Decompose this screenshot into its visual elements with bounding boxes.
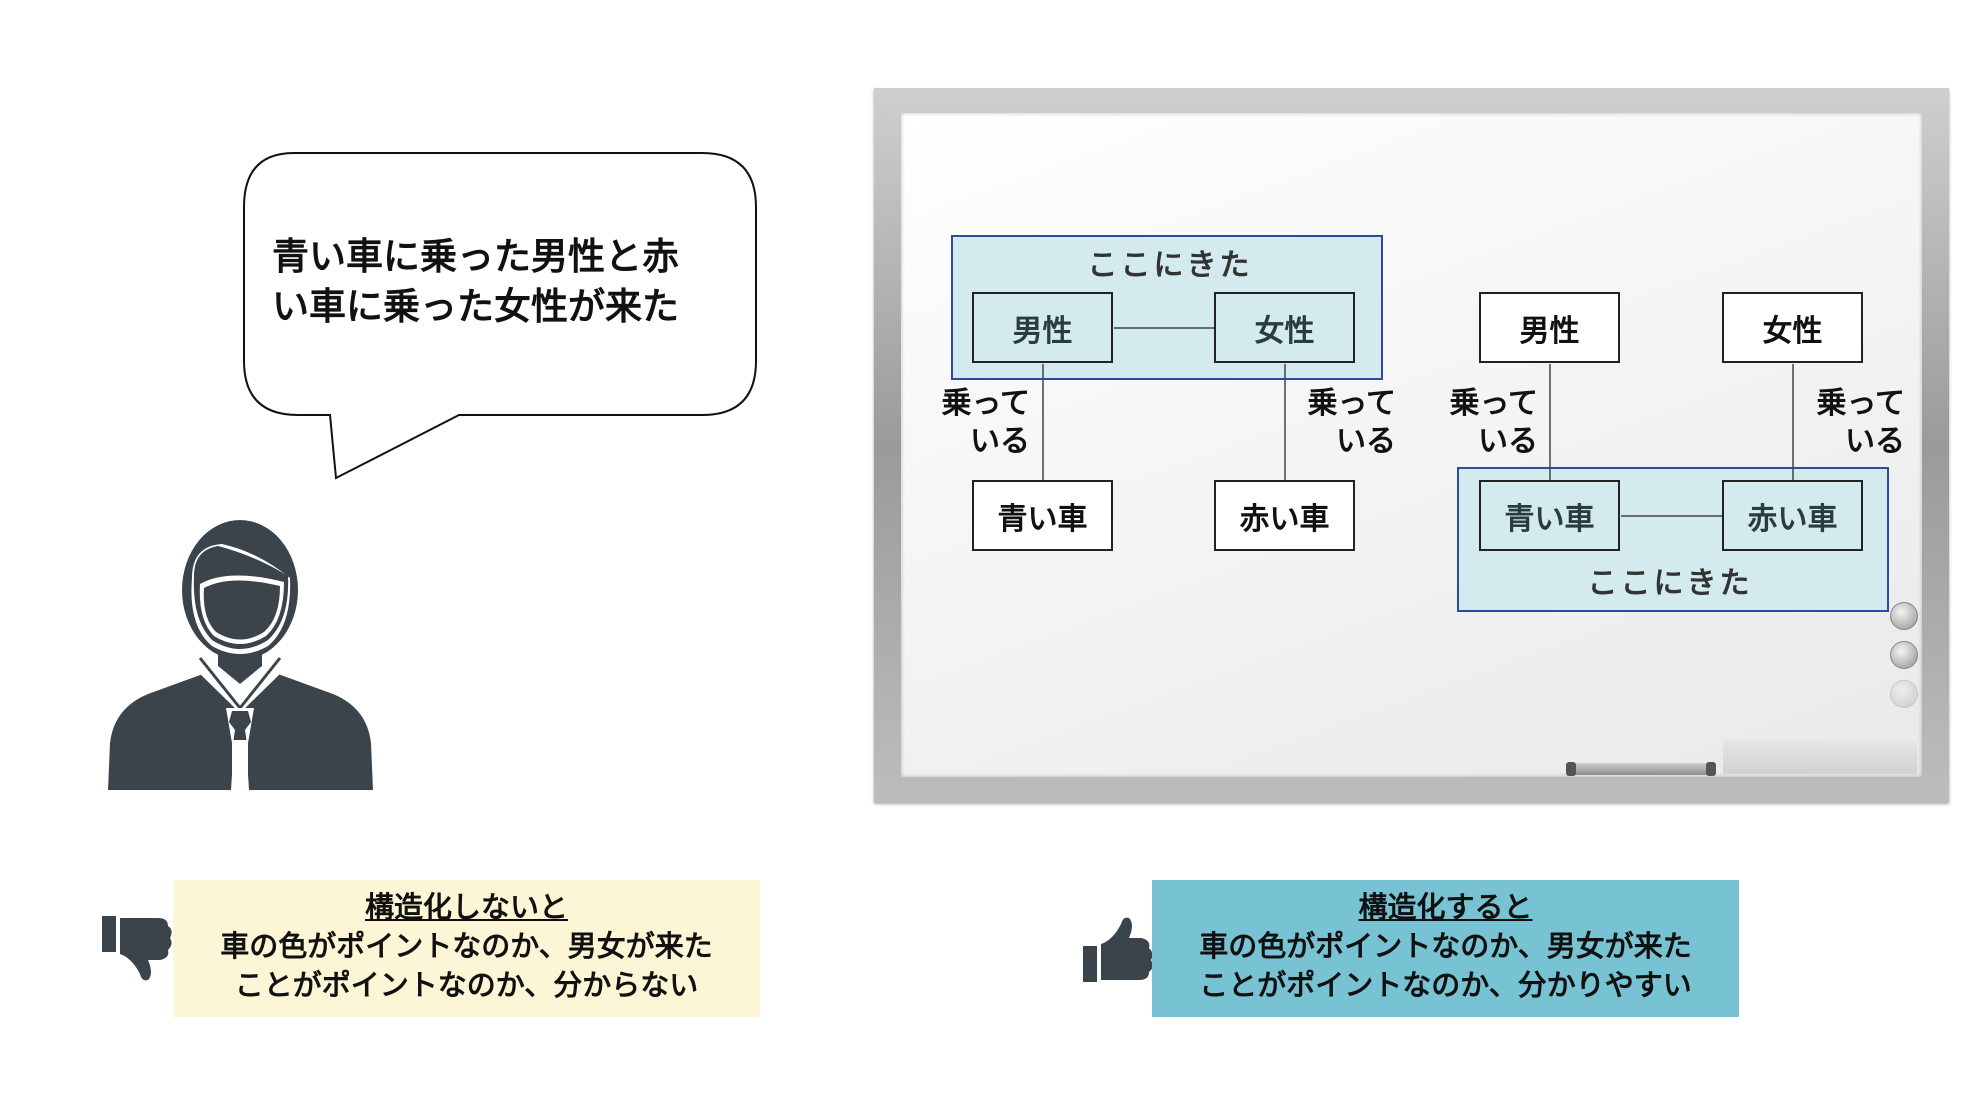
thumbs-up-icon <box>1083 917 1153 982</box>
note-heading: 構造化すると <box>1358 890 1533 924</box>
right-node-red-car: 赤い車 <box>1722 480 1863 551</box>
left-edge-label-1: 乗って いる <box>930 385 1031 461</box>
whiteboard-surface <box>901 113 1922 777</box>
left-node-male: 男性 <box>972 292 1113 363</box>
whiteboard-magnet <box>1890 680 1918 708</box>
edge-label-line: いる <box>1478 424 1538 459</box>
right-node-male: 男性 <box>1479 292 1620 363</box>
right-group-label: ここにきた <box>1587 566 1753 601</box>
edge-label-line: いる <box>970 424 1030 459</box>
right-edge-label-1: 乗って いる <box>1438 385 1539 461</box>
left-node-female: 女性 <box>1214 292 1355 363</box>
edge-label-line: 乗って <box>1307 386 1397 421</box>
left-node-red-car: 赤い車 <box>1214 480 1355 551</box>
edge-label-line: いる <box>1845 424 1905 459</box>
left-group-label: ここにきた <box>1087 248 1253 283</box>
speech-line-1: 青い車に乗った男性と赤 <box>272 235 679 278</box>
left-node-blue-car: 青い車 <box>972 480 1113 551</box>
note-heading: 構造化しないと <box>364 890 568 924</box>
left-edge-label-2: 乗って いる <box>1296 385 1397 461</box>
edge-label-line: 乗って <box>1449 386 1539 421</box>
right-edge-label-2: 乗って いる <box>1805 385 1906 461</box>
note-line: ことがポイントなのか、分かりやすい <box>1199 968 1692 1002</box>
note-line: ことがポイントなのか、分からない <box>234 968 699 1002</box>
speech-line-2: い車に乗った女性が来た <box>272 285 679 328</box>
note-line: 車の色がポイントなのか、男女が来た <box>220 929 713 963</box>
whiteboard-magnet <box>1890 641 1918 669</box>
businessman-icon <box>108 520 373 790</box>
thumbs-down-icon <box>102 916 172 981</box>
note-line: 車の色がポイントなのか、男女が来た <box>1199 929 1692 963</box>
right-node-blue-car: 青い車 <box>1479 480 1620 551</box>
note-with-structure: 構造化すると 車の色がポイントなのか、男女が来た ことがポイントなのか、分かりや… <box>1152 880 1739 1017</box>
edge-label-line: いる <box>1336 424 1396 459</box>
edge-label-line: 乗って <box>1816 386 1906 421</box>
edge-label-line: 乗って <box>941 386 1031 421</box>
speech-bubble-text: 青い車に乗った男性と赤 い車に乗った女性が来た <box>272 232 742 332</box>
whiteboard-magnet <box>1890 602 1918 630</box>
whiteboard-eraser <box>1723 740 1917 774</box>
whiteboard-marker <box>1566 762 1716 776</box>
note-without-structure: 構造化しないと 車の色がポイントなのか、男女が来た ことがポイントなのか、分から… <box>173 880 760 1017</box>
right-node-female: 女性 <box>1722 292 1863 363</box>
